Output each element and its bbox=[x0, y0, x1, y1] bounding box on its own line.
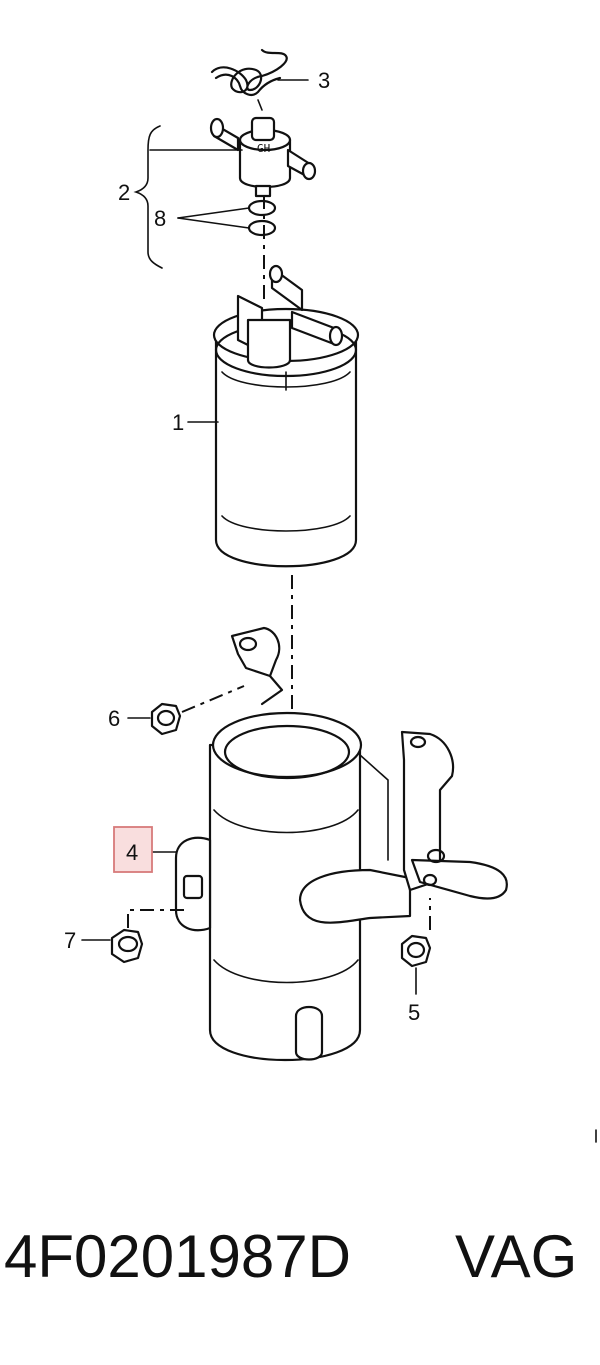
part-7-nut bbox=[81, 909, 186, 964]
callout-3: 3 bbox=[318, 68, 330, 93]
group-2-bracket bbox=[133, 125, 243, 269]
part-1-fuel-filter bbox=[212, 264, 360, 568]
part-number: 4F0201987D bbox=[4, 1223, 351, 1290]
highlight-box-callout-4 bbox=[113, 826, 153, 873]
part-5-nut bbox=[400, 898, 432, 995]
callout-1: 1 bbox=[172, 410, 184, 435]
callout-4: 4 bbox=[126, 840, 138, 865]
callout-8: 8 bbox=[154, 206, 166, 231]
part-footer: 4F0201987D VAG bbox=[0, 1222, 600, 1302]
brand-label: VAG bbox=[455, 1223, 578, 1290]
part-3-wire-clip bbox=[210, 48, 309, 111]
part-6-nut bbox=[127, 685, 245, 736]
callout-6: 6 bbox=[108, 706, 120, 731]
callout-7: 7 bbox=[64, 928, 76, 953]
part-2-valve: GH bbox=[209, 116, 317, 198]
svg-text:GH: GH bbox=[257, 142, 270, 155]
callout-labels: 3 2 8 1 6 4 7 5 bbox=[64, 68, 420, 1025]
part-8-o-rings bbox=[177, 199, 277, 237]
part-4-filter-holder bbox=[151, 626, 508, 1062]
callout-5: 5 bbox=[408, 1000, 420, 1025]
callout-2: 2 bbox=[118, 180, 130, 205]
